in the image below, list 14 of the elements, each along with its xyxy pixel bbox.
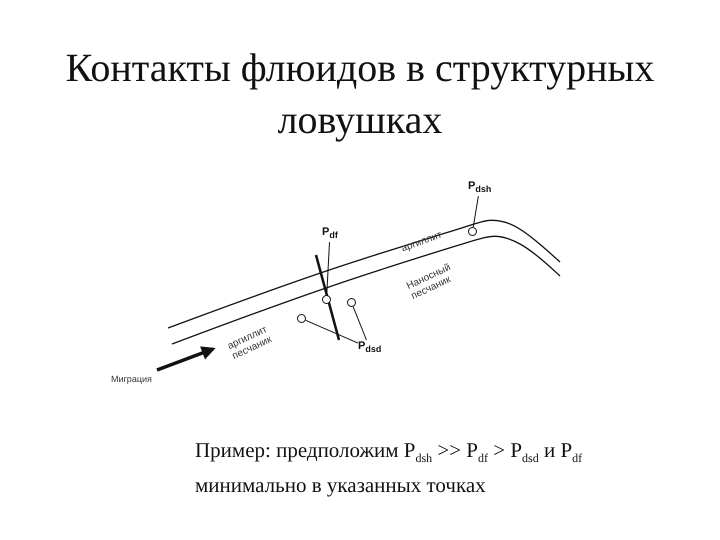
point-marker bbox=[322, 295, 331, 304]
leader-line bbox=[326, 242, 330, 296]
title: Контакты флюидов в структурных ловушках bbox=[64, 44, 656, 144]
example-note: Пример: предположим P$_{dsh}$ >> P$_{df}$ > P$_{dsd}$ и P$_{df}$ минимально в указанных точках bbox=[195, 437, 584, 500]
point-marker bbox=[347, 298, 356, 307]
leader-line bbox=[352, 306, 367, 340]
pressure-label: P$_{dsh}$ bbox=[468, 180, 492, 196]
point-marker bbox=[297, 314, 306, 323]
pressure-label: P$_{dsd}$ bbox=[358, 340, 382, 356]
leader-line bbox=[472, 196, 479, 228]
point-marker bbox=[468, 227, 477, 236]
leader-line bbox=[305, 320, 358, 344]
pressure-label: P$_{df}$ bbox=[322, 226, 338, 242]
migration-label: Миграция bbox=[111, 374, 152, 385]
